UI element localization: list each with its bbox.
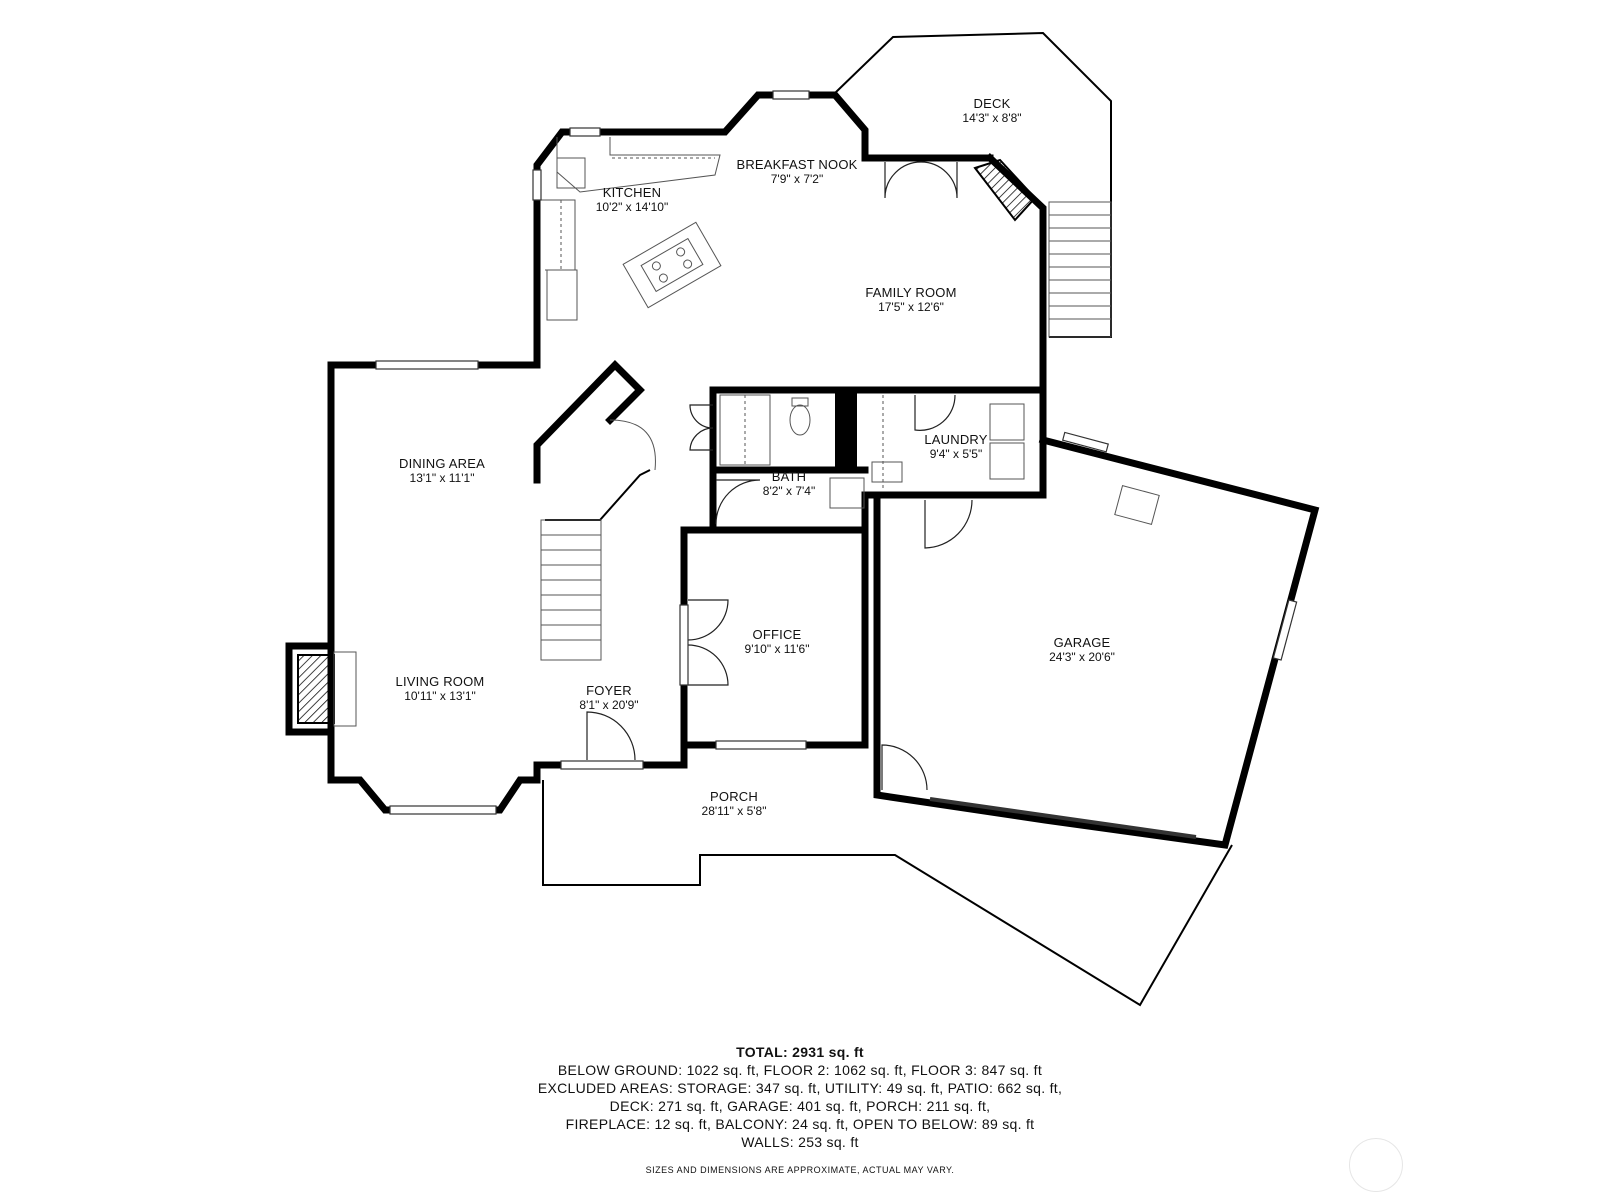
watermark-logo-icon bbox=[1349, 1138, 1403, 1192]
deck-outline bbox=[834, 31, 1112, 338]
room-dimensions: 14'3" x 8'8" bbox=[962, 111, 1022, 125]
room-dimensions: 9'4" x 5'5" bbox=[929, 447, 983, 461]
room-label-porch: PORCH 28'11" x 5'8" bbox=[702, 789, 767, 819]
area-line-excluded: EXCLUDED AREAS: STORAGE: 347 sq. ft, UTI… bbox=[537, 1080, 1063, 1096]
total-area: TOTAL: 2931 sq. ft bbox=[736, 1044, 864, 1060]
room-dimensions: 24'3" x 20'6" bbox=[1049, 650, 1115, 664]
room-name: DECK bbox=[973, 96, 1011, 111]
room-dimensions: 8'1" x 20'9" bbox=[579, 698, 639, 712]
room-label-foyer: FOYER 8'1" x 20'9" bbox=[579, 683, 638, 713]
dining-windows bbox=[375, 360, 497, 815]
deck-doors bbox=[884, 161, 958, 199]
area-line-walls: WALLS: 253 sq. ft bbox=[741, 1134, 859, 1150]
room-label-living-room: LIVING ROOM 10'11" x 13'1" bbox=[396, 674, 485, 704]
room-name: KITCHEN bbox=[602, 185, 662, 200]
kitchen-counters bbox=[541, 137, 721, 321]
area-line-excluded-2: DECK: 271 sq. ft, GARAGE: 401 sq. ft, PO… bbox=[609, 1098, 991, 1114]
room-dimensions: 8'2" x 7'4" bbox=[762, 484, 816, 498]
room-dimensions: 28'11" x 5'8" bbox=[701, 804, 767, 818]
room-label-laundry: LAUNDRY 9'4" x 5'5" bbox=[924, 432, 987, 462]
room-name: DINING AREA bbox=[399, 456, 485, 471]
room-label-kitchen: KITCHEN 10'2" x 14'10" bbox=[596, 185, 669, 215]
room-name: GARAGE bbox=[1053, 635, 1111, 650]
room-dimensions: 17'5" x 12'6" bbox=[878, 300, 944, 314]
family-fireplace bbox=[973, 158, 1037, 222]
garage-walls bbox=[873, 431, 1320, 849]
room-dimensions: 13'1" x 11'1" bbox=[409, 471, 475, 485]
room-dimensions: 10'11" x 13'1" bbox=[404, 689, 476, 703]
room-label-family-room: FAMILY ROOM 17'5" x 12'6" bbox=[865, 285, 956, 315]
room-name: LIVING ROOM bbox=[395, 674, 485, 689]
room-name: BREAKFAST NOOK bbox=[736, 157, 858, 172]
area-summary: TOTAL: 2931 sq. ft BELOW GROUND: 1022 sq… bbox=[0, 1043, 1600, 1151]
room-dimensions: 10'2" x 14'10" bbox=[595, 200, 669, 214]
room-label-bath: BATH 8'2" x 7'4" bbox=[763, 469, 815, 499]
room-label-deck: DECK 14'3" x 8'8" bbox=[962, 96, 1021, 126]
disclaimer: SIZES AND DIMENSIONS ARE APPROXIMATE, AC… bbox=[645, 1165, 955, 1175]
room-label-dining-area: DINING AREA 13'1" x 11'1" bbox=[399, 456, 485, 486]
closet-doors bbox=[689, 394, 771, 466]
room-dimensions: 9'10" x 11'6" bbox=[744, 642, 810, 656]
room-name: BATH bbox=[771, 469, 807, 484]
room-name: LAUNDRY bbox=[924, 432, 988, 447]
kitchen-island bbox=[622, 221, 722, 309]
room-dimensions: 7'9" x 7'2" bbox=[770, 172, 824, 186]
room-name: OFFICE bbox=[752, 627, 802, 642]
room-name: PORCH bbox=[710, 789, 758, 804]
laundry-fixtures bbox=[871, 394, 1025, 549]
porch-outline bbox=[542, 780, 1233, 1007]
room-label-breakfast-nook: BREAKFAST NOOK 7'9" x 7'2" bbox=[736, 157, 857, 187]
deck-stairs bbox=[1049, 214, 1111, 320]
fireplace bbox=[285, 642, 357, 736]
bath-fixtures bbox=[715, 392, 865, 525]
room-label-garage: GARAGE 24'3" x 20'6" bbox=[1049, 635, 1115, 665]
room-name: FAMILY ROOM bbox=[865, 285, 957, 300]
upper-windows bbox=[532, 90, 810, 201]
area-line-floors: BELOW GROUND: 1022 sq. ft, FLOOR 2: 1062… bbox=[557, 1062, 1043, 1078]
office-doors bbox=[560, 599, 807, 770]
staircase bbox=[533, 360, 656, 661]
area-line-excluded-3: FIREPLACE: 12 sq. ft, BALCONY: 24 sq. ft… bbox=[565, 1116, 1035, 1132]
room-name: FOYER bbox=[586, 683, 632, 698]
room-label-office: OFFICE 9'10" x 11'6" bbox=[745, 627, 810, 657]
